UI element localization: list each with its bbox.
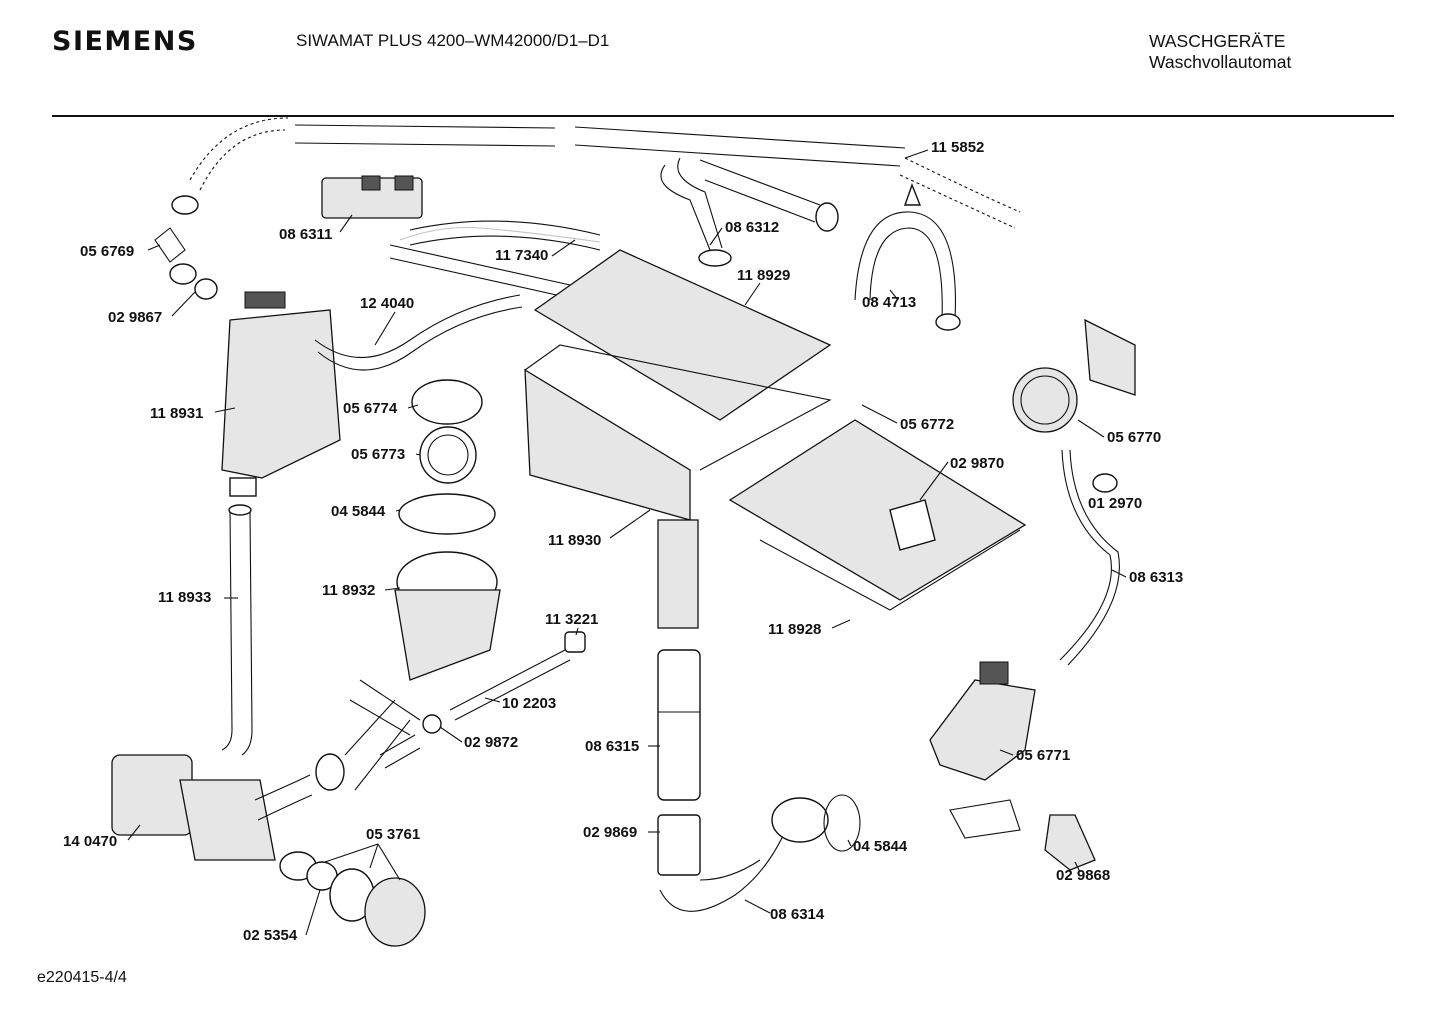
part-label-118931: 11 8931 (150, 405, 203, 422)
document-code: e220415-4/4 (37, 969, 127, 986)
part-label-056772: 05 6772 (900, 416, 954, 433)
part-label-029870: 02 9870 (950, 455, 1004, 472)
brand-logo: SIEMENS (52, 26, 198, 57)
part-label-113221: 11 3221 (545, 611, 598, 628)
part-label-118933: 11 8933 (158, 589, 211, 606)
part-label-029867: 02 9867 (108, 309, 162, 326)
dispenser-drawing (524, 249, 1027, 629)
part-label-118928: 11 8928 (768, 621, 821, 638)
part-label-115852: 11 5852 (931, 139, 984, 156)
part-label-086314: 08 6314 (770, 906, 825, 923)
part-label-118932: 11 8932 (322, 582, 375, 599)
leader-lines (127, 149, 1127, 936)
siphon-drawing (660, 157, 839, 267)
part-label-029872: 02 9872 (464, 734, 518, 751)
part-label-056773: 05 6773 (351, 446, 405, 463)
part-label-140470: 14 0470 (63, 833, 117, 850)
part-label-056769: 05 6769 (80, 243, 134, 260)
drain-tubes-drawing (379, 631, 861, 912)
model-title: SIWAMAT PLUS 4200–WM42000/D1–D1 (296, 31, 610, 50)
hose-124040-drawing (314, 294, 523, 371)
elbow-and-seals-drawing (154, 227, 218, 300)
part-label-056770: 05 6770 (1107, 429, 1161, 446)
part-label-084713: 08 4713 (862, 294, 916, 311)
part-label-025354: 02 5354 (243, 927, 298, 944)
part-label-086312: 08 6312 (725, 219, 779, 236)
part-label-086311: 08 6311 (279, 226, 332, 243)
part-label-045844-b: 04 5844 (853, 838, 908, 855)
part-labels: 11 5852 08 6311 08 6312 05 6769 11 7340 … (63, 139, 1183, 944)
part-label-118930: 11 8930 (548, 532, 601, 549)
valve-drawing (321, 175, 601, 299)
inlet-hose-drawing (171, 117, 1021, 229)
clamp-drawing (854, 183, 961, 331)
part-label-117340: 11 7340 (495, 247, 548, 264)
part-label-029869: 02 9869 (583, 824, 637, 841)
subcategory-title: Waschvollautomat (1149, 52, 1292, 72)
part-label-029868: 02 9868 (1056, 867, 1110, 884)
bellows-drawing (315, 379, 501, 791)
part-label-086313: 08 6313 (1129, 569, 1183, 586)
part-label-056774: 05 6774 (343, 400, 398, 417)
part-label-053761: 05 3761 (366, 826, 420, 843)
part-label-086315: 08 6315 (585, 738, 639, 755)
pump-drawing (111, 754, 426, 947)
part-label-124040: 12 4040 (360, 295, 414, 312)
part-label-118929: 11 8929 (737, 267, 790, 284)
part-label-056771: 05 6771 (1016, 747, 1070, 764)
header-divider (52, 115, 1394, 117)
part-label-045844-a: 04 5844 (331, 503, 386, 520)
tube-118933-drawing (221, 504, 253, 756)
category-title: WASCHGERÄTE (1149, 31, 1286, 51)
part-label-102203: 10 2203 (502, 695, 556, 712)
pressure-chamber-drawing (221, 291, 341, 497)
selector-switch-drawing (1012, 318, 1136, 666)
detergent-box-drawing (929, 661, 1096, 871)
part-label-012970: 01 2970 (1088, 495, 1142, 512)
